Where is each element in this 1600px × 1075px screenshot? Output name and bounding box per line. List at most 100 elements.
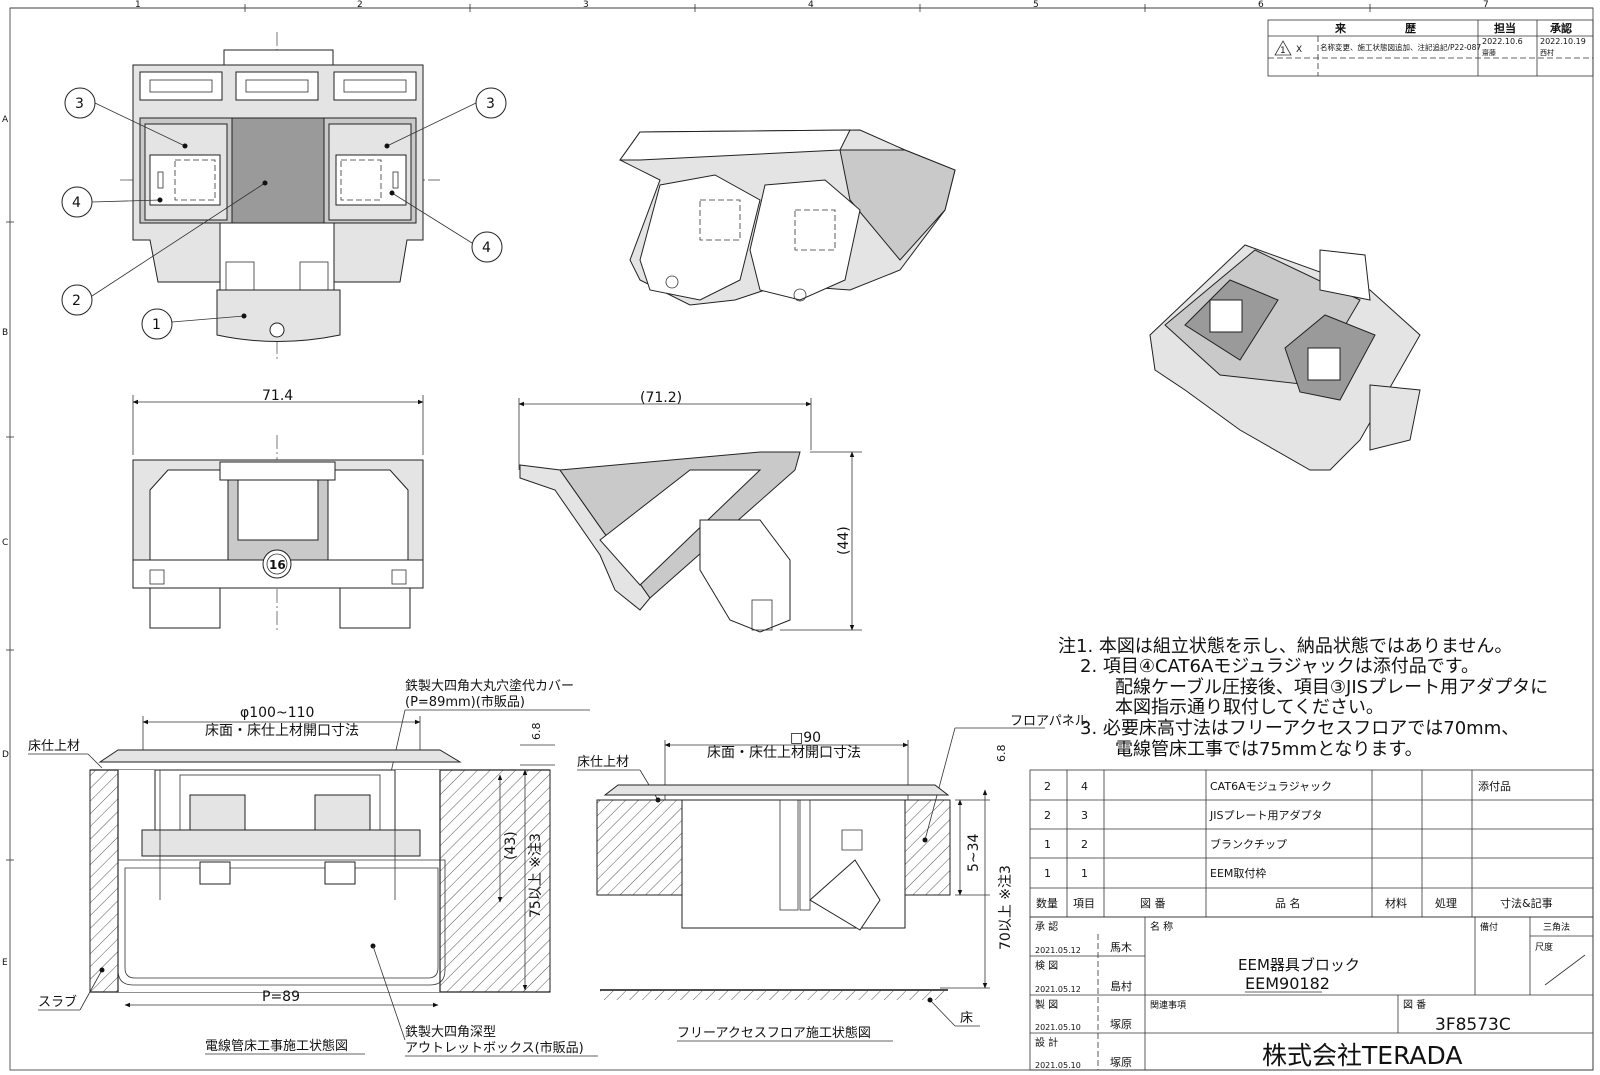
- tb-ken-name: 島村: [1110, 979, 1132, 993]
- row-a: A: [2, 115, 9, 125]
- note-2: 2. 項目④CAT6Aモジュラジャックは添付品です。: [1080, 656, 1479, 677]
- side-view: (71.2) (44): [518, 390, 862, 633]
- balloon-1-label: 1: [152, 317, 161, 333]
- revision-triangle-icon: [1274, 40, 1292, 56]
- note-3: 3. 必要床高寸法はフリーアクセスフロアでは70mm、: [1080, 718, 1519, 739]
- label-slab: スラブ: [38, 994, 77, 1010]
- col-6: 6: [1258, 0, 1264, 10]
- tb-kanren-label: 関連事項: [1150, 999, 1186, 1011]
- tb-sei-name: 塚原: [1110, 1018, 1132, 1031]
- cover-label-1: 鉄製大四角大丸穴塗代カバー: [405, 678, 574, 694]
- top-view: 3 3 4 4 2 1: [61, 32, 507, 360]
- balloon-2: [61, 284, 93, 316]
- tb-name-label: 名 称: [1150, 920, 1173, 933]
- parts-table: 2 4 CAT6Aモジュラジャック 添付品 2 3 JISプレート用アダプタ 1…: [1029, 769, 1594, 918]
- caption-conduit: 電線管床工事施工状態図: [205, 1038, 348, 1054]
- dim-sq90: □90: [790, 730, 821, 746]
- iso-view-left: [619, 129, 956, 306]
- caption-access-floor: フリーアクセスフロア施工状態図: [677, 1025, 871, 1041]
- balloon-3-left: [64, 87, 96, 119]
- note-1: 注1. 本図は組立状態を示し、納品状態ではありません。: [1058, 636, 1512, 657]
- note-2c: 本図指示通り取付してください。: [1115, 697, 1384, 718]
- tb-method-label: 三角法: [1543, 921, 1570, 933]
- row-d: D: [2, 750, 9, 760]
- cover-label-2: (P=89mm)(市販品): [405, 694, 525, 710]
- tb-sei-date: 2021.05.10: [1035, 1023, 1081, 1032]
- tb-shonin-label: 承 認: [1035, 920, 1058, 933]
- tb-sek-label: 設 計: [1035, 1036, 1058, 1049]
- tb-ken-label: 検 図: [1035, 959, 1058, 972]
- tb-drawing-no: 3F8573C: [1435, 1015, 1511, 1035]
- dim-71-2: (71.2): [640, 390, 682, 406]
- dim-44: (44): [836, 526, 852, 555]
- label-yuka-2: 床仕上材: [577, 755, 629, 770]
- row1-qty: 2: [1044, 780, 1051, 793]
- tb-sei-label: 製 図: [1035, 998, 1058, 1011]
- rev-name2: 西村: [1540, 48, 1554, 57]
- col-2: 2: [357, 0, 363, 10]
- notes: 注1. 本図は組立状態を示し、納品状態ではありません。 2. 項目④CAT6Aモ…: [1058, 636, 1548, 760]
- border-numbers: 1 2 3 4 5 6 7: [135, 0, 1489, 10]
- label-floor-panel: フロアパネル: [1010, 714, 1088, 729]
- tb-ken-date: 2021.05.12: [1035, 985, 1081, 994]
- tb-product-name: EEM器具ブロック: [1238, 956, 1360, 974]
- col-5: 5: [1033, 0, 1039, 10]
- title-block: 承 認 2021.05.12 馬木 検 図 2021.05.12 島村 製 図 …: [1029, 916, 1594, 1071]
- row4-name: EEM取付枠: [1210, 866, 1266, 880]
- col-4: 4: [808, 0, 814, 10]
- dim-5-34: 5~34: [966, 833, 982, 872]
- rev-date1: 2022.10.6: [1482, 37, 1523, 46]
- install-view-access-floor: □90 床面・床仕上材開口寸法 フロアパネル 6.8 床仕上材 5~34 70以…: [577, 714, 1088, 1042]
- dim-p89: P=89: [262, 989, 300, 1005]
- border-letters: A B C D E: [2, 115, 9, 968]
- col-3: 3: [583, 0, 589, 10]
- balloon-3-right: [475, 87, 507, 119]
- balloon-4-left: [61, 186, 93, 218]
- rev-header-reki: 歴: [1405, 22, 1416, 35]
- hdr-zairyo: 材料: [1385, 896, 1407, 910]
- row2-qty: 2: [1044, 809, 1051, 822]
- install-view-conduit: 鉄製大四角大丸穴塗代カバー (P=89mm)(市販品) φ100~110 床面・…: [28, 678, 598, 1057]
- revision-table: 来 歴 担当 承認 1 X 名称変更、施工状態図追加、注記追記/P22-087 …: [1267, 19, 1594, 77]
- hdr-hinmei: 品 名: [1275, 896, 1301, 910]
- note-3b: 電線管床工事では75mmとなります。: [1115, 739, 1423, 760]
- balloon-1: [141, 308, 173, 340]
- dim-43: (43): [503, 831, 519, 860]
- hdr-shori: 処理: [1435, 897, 1457, 910]
- row4-qty: 1: [1044, 867, 1051, 880]
- row2-item: 3: [1081, 809, 1088, 822]
- tb-zuban-label: 図 番: [1403, 999, 1426, 1011]
- balloon-3-left-label: 3: [75, 96, 84, 112]
- row2-name: JISプレート用アダプタ: [1209, 808, 1322, 822]
- label-box-2: アウトレットボックス(市販品): [405, 1040, 584, 1056]
- hdr-item: 項目: [1073, 897, 1095, 910]
- label-yuka-1: 床仕上材: [28, 739, 80, 754]
- label-box-1: 鉄製大四角深型: [405, 1025, 496, 1040]
- badge-16-label: 16: [269, 558, 286, 572]
- label-floor: 床: [960, 1011, 973, 1026]
- rev-header-kana: 来: [1334, 21, 1347, 35]
- row3-qty: 1: [1044, 838, 1051, 851]
- row1-item: 4: [1081, 780, 1088, 793]
- row3-item: 2: [1081, 838, 1088, 851]
- dim-phi: φ100~110: [240, 705, 314, 721]
- rev-header-tanto: 担当: [1494, 21, 1516, 35]
- rev-mark: X: [1296, 45, 1302, 55]
- dim-71-4: 71.4: [262, 388, 293, 404]
- balloon-3-right-label: 3: [486, 96, 495, 112]
- tb-sek-date: 2021.05.10: [1035, 1061, 1081, 1070]
- dim-75: 75以上 ※注3: [528, 833, 544, 918]
- tb-company: 株式会社TERADA: [1262, 1041, 1462, 1070]
- dim-open-1: 床面・床仕上材開口寸法: [205, 723, 359, 739]
- front-view: 71.4 16: [132, 388, 424, 630]
- row3-name: ブランクチップ: [1210, 837, 1287, 851]
- tb-scale-label: 尺度: [1535, 941, 1553, 953]
- svg-text:1: 1: [1280, 46, 1286, 56]
- dim-6-8-b: 6.8: [995, 745, 1008, 763]
- tb-bikou-label: 備付: [1480, 921, 1498, 933]
- hdr-sunpo: 寸法&記事: [1500, 896, 1553, 910]
- dim-6-8-a: 6.8: [530, 723, 543, 741]
- balloon-4-left-label: 4: [72, 195, 81, 211]
- tb-sek-name: 塚原: [1110, 1056, 1132, 1069]
